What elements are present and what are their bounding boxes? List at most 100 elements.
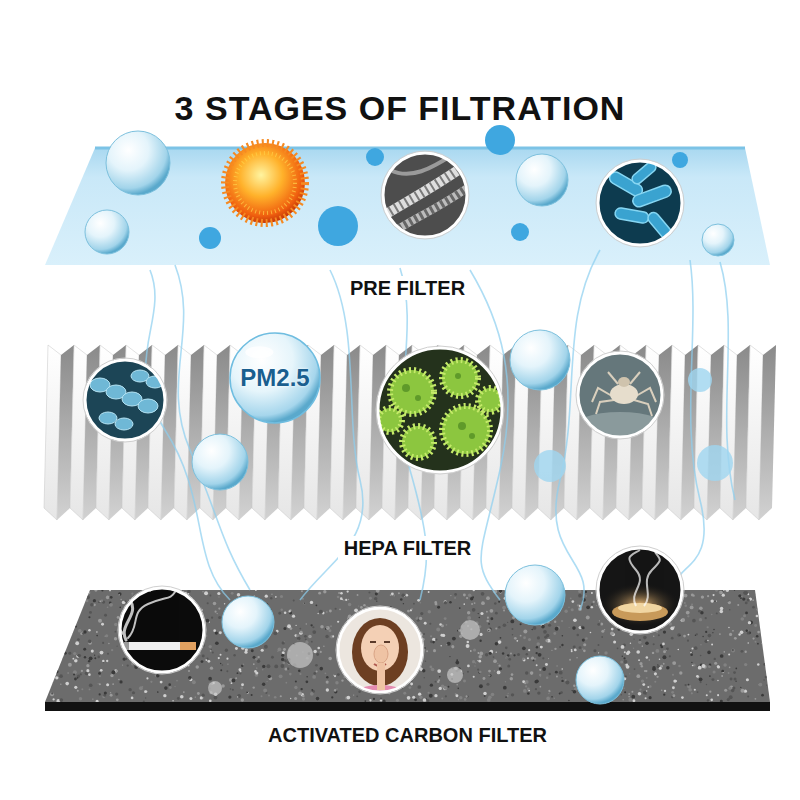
carbon-grain: [470, 597, 473, 600]
carbon-grain: [430, 640, 433, 643]
carbon-grain: [586, 595, 587, 596]
carbon-grain: [481, 592, 485, 596]
carbon-grain: [479, 671, 482, 674]
carbon-grain: [428, 591, 430, 593]
carbon-grain: [471, 603, 473, 605]
carbon-grain: [677, 633, 681, 637]
carbon-grain: [495, 612, 498, 615]
carbon-grain: [226, 670, 228, 672]
carbon-grain: [215, 641, 219, 645]
carbon-grain: [511, 673, 514, 676]
carbon-grain: [467, 616, 471, 620]
carbon-grain: [192, 607, 195, 610]
carbon-grain: [165, 595, 168, 598]
carbon-grain: [542, 657, 544, 659]
carbon-grain: [669, 622, 672, 625]
carbon-grain: [299, 631, 302, 634]
carbon-grain: [698, 610, 701, 613]
carbon-grain: [393, 620, 394, 621]
carbon-grain: [334, 690, 337, 693]
carbon-grain: [604, 671, 607, 674]
particle-bubble: PM2.5: [229, 332, 321, 424]
carbon-grain: [758, 601, 761, 604]
carbon-grain: [513, 654, 515, 656]
carbon-grain: [475, 621, 479, 625]
carbon-grain: [672, 694, 675, 697]
carbon-grain: [302, 695, 304, 697]
carbon-grain: [195, 696, 196, 697]
carbon-grain: [413, 653, 416, 656]
carbon-grain: [56, 601, 59, 604]
carbon-grain: [554, 697, 556, 699]
carbon-grain: [336, 688, 337, 689]
carbon-grain: [731, 649, 735, 653]
carbon-grain: [94, 657, 96, 659]
carbon-grain: [467, 671, 469, 673]
carbon-grain: [296, 654, 298, 656]
carbon-grain: [683, 635, 686, 638]
carbon-grain: [426, 650, 428, 652]
carbon-grain: [277, 651, 278, 652]
carbon-grain: [497, 663, 498, 664]
carbon-grain: [328, 657, 332, 661]
carbon-grain: [655, 614, 658, 617]
carbon-grain: [428, 610, 431, 613]
carbon-grain: [334, 689, 337, 692]
carbon-grain: [728, 627, 729, 628]
carbon-grain: [189, 659, 192, 662]
carbon-grain: [498, 626, 500, 628]
carbon-grain: [646, 677, 648, 679]
carbon-grain: [761, 612, 763, 614]
carbon-grain: [478, 625, 481, 628]
carbon-grain: [400, 686, 403, 689]
carbon-grain: [326, 611, 327, 612]
carbon-grain: [368, 591, 370, 593]
carbon-grain: [363, 604, 366, 607]
carbon-grain: [720, 607, 723, 610]
carbon-grain: [86, 595, 90, 599]
carbon-grain: [665, 610, 668, 613]
carbon-grain: [93, 599, 96, 602]
carbon-grain: [61, 656, 63, 658]
carbon-grain: [405, 674, 407, 676]
carbon-grain: [467, 625, 469, 627]
carbon-grain: [88, 660, 90, 662]
carbon-grain: [350, 684, 353, 687]
carbon-grain: [154, 639, 156, 641]
carbon-grain: [305, 639, 307, 641]
carbon-grain: [337, 641, 338, 642]
carbon-grain: [439, 676, 441, 678]
carbon-grain: [625, 626, 628, 629]
carbon-grain: [420, 612, 423, 615]
carbon-grain: [456, 659, 458, 661]
carbon-grain: [209, 699, 212, 702]
carbon-grain: [467, 665, 470, 668]
carbon-grain: [643, 609, 647, 613]
carbon-grain: [479, 639, 481, 641]
carbon-grain: [179, 653, 180, 654]
carbon-grain: [455, 694, 458, 697]
carbon-grain: [555, 671, 558, 674]
carbon-grain: [240, 687, 243, 690]
carbon-grain: [310, 692, 314, 696]
carbon-grain: [620, 660, 623, 663]
carbon-grain: [604, 651, 607, 654]
carbon-grain: [59, 698, 63, 702]
carbon-grain: [398, 592, 400, 594]
carbon-grain: [578, 607, 582, 611]
carbon-grain: [610, 684, 612, 686]
carbon-grain: [534, 658, 536, 660]
carbon-grain: [137, 649, 140, 652]
carbon-grain: [650, 590, 654, 594]
carbon-grain: [115, 670, 117, 672]
carbon-grain: [757, 663, 759, 665]
carbon-grain: [247, 627, 249, 629]
carbon-grain: [334, 675, 336, 677]
carbon-grain: [604, 629, 606, 631]
carbon-grain: [628, 693, 630, 695]
carbon-grain: [248, 635, 252, 639]
carbon-grain: [423, 698, 427, 702]
carbon-grain: [281, 658, 284, 661]
carbon-grain: [266, 681, 267, 682]
carbon-grain: [101, 600, 103, 602]
